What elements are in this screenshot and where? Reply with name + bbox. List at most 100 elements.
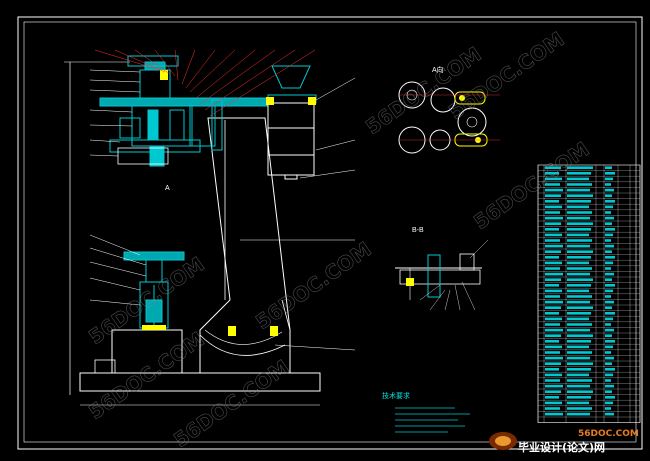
parts-table-cell-text <box>605 200 615 203</box>
notes-title: 技术要求 <box>382 391 410 400</box>
parts-table-cell-text <box>567 356 590 360</box>
part-leaders <box>94 49 316 117</box>
parts-table-cell-text <box>545 267 560 270</box>
parts-table-cell-text <box>567 228 591 231</box>
parts-table-cell-text <box>567 396 591 399</box>
parts-table-cell-text <box>605 323 611 326</box>
parts-table-cell-text <box>605 261 613 265</box>
brand-logo-text: 56DOC.COM <box>578 429 639 439</box>
watermark-layer: 56DOC.COM 56DOC.COM 56DOC.COM 56DOC.COM … <box>84 27 594 453</box>
parts-table-cell-text <box>545 412 563 416</box>
parts-table-cell-text <box>567 216 590 220</box>
parts-table-cell-text <box>605 328 614 332</box>
parts-table-cell-text <box>567 166 593 169</box>
parts-table-cell-text <box>545 188 563 192</box>
parts-table-cell-text <box>567 412 590 416</box>
parts-table-cell-text <box>567 295 592 298</box>
parts-table-cell-text <box>605 239 611 242</box>
parts-table-cell-text <box>605 278 612 281</box>
parts-table-cell-text <box>605 317 613 321</box>
parts-table-cell-text <box>567 188 590 192</box>
parts-table-cell-text <box>567 384 590 388</box>
technical-notes: 技术要求 <box>382 391 470 433</box>
parts-table-cell-text <box>567 239 592 242</box>
parts-table-cell-text <box>567 211 592 214</box>
view-a-label: A向 <box>432 65 444 74</box>
parts-table-cell-text <box>605 362 612 365</box>
parts-table-cell-text <box>545 300 563 304</box>
parts-table-cell-text <box>567 328 590 332</box>
parts-table-cell-text <box>567 407 592 410</box>
parts-table-cell-text <box>567 345 589 349</box>
lower-spindle <box>123 251 185 329</box>
sheet-inner-border <box>23 21 637 443</box>
parts-table-cell-text <box>545 216 563 220</box>
parts-table-cell-text <box>605 177 613 181</box>
parts-table-cell-text <box>545 194 561 197</box>
main-assembly-view[interactable]: A <box>64 49 356 406</box>
parts-table-cell-text <box>605 222 612 225</box>
view-b-label: B-B <box>412 227 424 234</box>
brand-logo-core-icon <box>495 436 511 446</box>
parts-table-cell-text <box>545 390 561 393</box>
parts-table-cell-text <box>567 222 593 225</box>
parts-table-cell-text <box>545 205 562 209</box>
parts-table-cell-text <box>605 272 614 276</box>
parts-table-cell-text <box>567 351 592 354</box>
parts-table-cell-text <box>545 379 560 382</box>
parts-table-cell-text <box>605 250 612 253</box>
parts-table-cell-text <box>605 194 612 197</box>
parts-table-cell-text <box>545 172 559 175</box>
section-b-detail[interactable]: B-B <box>395 227 489 311</box>
parts-table-cell-text <box>545 345 562 349</box>
parts-table-cell-text <box>545 233 562 237</box>
parts-table-cell-text <box>567 362 593 365</box>
parts-table-cell-text <box>567 284 591 287</box>
parts-table-cell-text <box>567 177 589 181</box>
parts-table-cell-text <box>567 233 589 237</box>
parts-table-cell-text <box>567 373 589 377</box>
parts-table-cell-text <box>605 390 612 393</box>
parts-table-cell-text <box>545 351 560 354</box>
parts-table-cell-text <box>605 351 611 354</box>
watermark-3: 56DOC.COM <box>251 237 376 334</box>
parts-table-cell-text <box>545 396 559 399</box>
view-a-detail[interactable]: A向 <box>398 65 500 154</box>
parts-table-cell-text <box>605 396 615 399</box>
parts-table-cell-text <box>567 300 590 304</box>
parts-table-cell-text <box>545 384 563 388</box>
parts-table-cell-text <box>567 317 589 321</box>
parts-table-cell-text <box>605 216 614 220</box>
parts-table-cell-text <box>545 261 562 265</box>
parts-table-cell-text <box>545 183 560 186</box>
parts-table-cell-text <box>605 373 613 377</box>
parts-table-cell-text <box>605 401 613 405</box>
brand-badge[interactable]: 56DOC.COM 毕业设计(论文)网 <box>489 429 639 454</box>
parts-table-cell-text <box>605 312 615 315</box>
parts-table-cell-text <box>605 172 615 175</box>
parts-table-cell-text <box>605 340 615 343</box>
parts-table-cell-text <box>605 384 614 388</box>
parts-table-cell-text <box>567 312 591 315</box>
parts-table-cell-text <box>605 284 615 287</box>
parts-table-cell-text <box>567 368 591 371</box>
parts-table-cell-text <box>605 256 615 259</box>
parts-table-cell-text <box>567 200 591 203</box>
parts-table-cell-text <box>567 272 590 276</box>
watermark-6: 56DOC.COM <box>169 355 294 452</box>
parts-table-cell-text <box>545 289 562 293</box>
parts-table-cell-text <box>567 172 591 175</box>
parts-table-cell-text <box>545 295 560 298</box>
parts-table-cell-text <box>545 312 559 315</box>
parts-table-cell-text <box>605 412 614 416</box>
parts-table-cell-text <box>605 166 612 169</box>
brand-tagline: 毕业设计(论文)网 <box>518 440 605 454</box>
column-body <box>199 117 291 374</box>
parts-table-cell-text <box>545 401 562 405</box>
parts-list-table[interactable] <box>537 164 641 423</box>
parts-table-cell-text <box>605 334 612 337</box>
parts-table-cell-text <box>545 222 561 225</box>
parts-table-cell-text <box>605 183 611 186</box>
parts-table-cell-text <box>605 368 615 371</box>
